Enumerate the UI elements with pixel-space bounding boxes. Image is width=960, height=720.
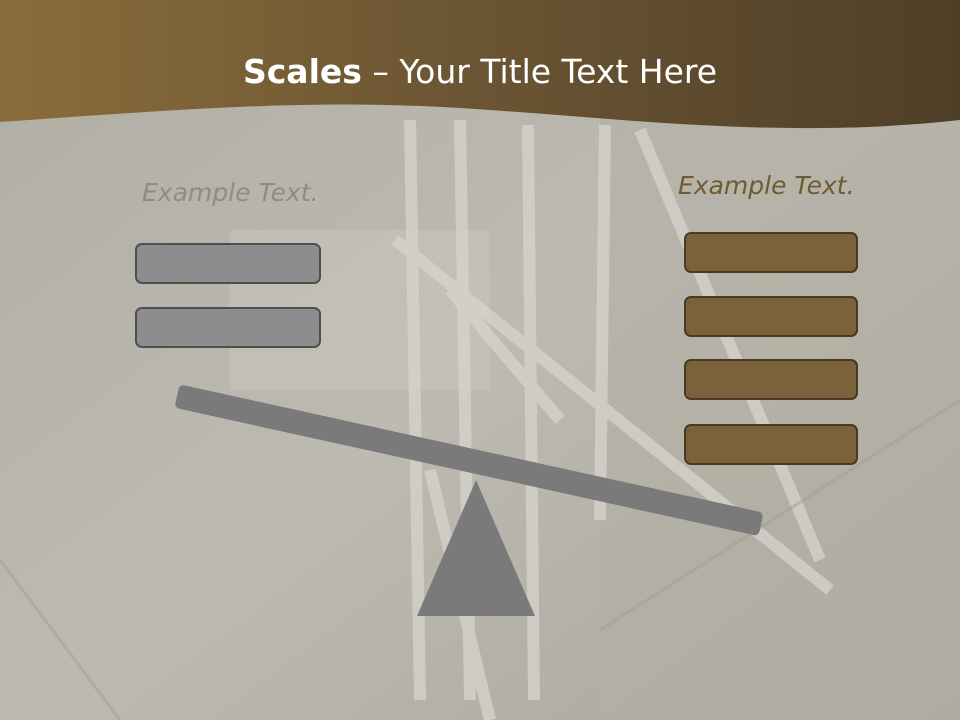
left-box-2 (135, 307, 321, 348)
right-box-4 (684, 424, 858, 465)
right-box-1 (684, 232, 858, 273)
scale-fulcrum (417, 480, 535, 616)
left-example-text: Example Text. (142, 178, 319, 207)
right-box-2 (684, 296, 858, 337)
title-rest: – Your Title Text Here (361, 52, 718, 91)
left-box-1 (135, 243, 321, 284)
right-box-3 (684, 359, 858, 400)
title-bold: Scales (242, 52, 362, 91)
right-example-text: Example Text. (678, 171, 855, 200)
slide-title: Scales – Your Title Text Here (0, 52, 960, 91)
